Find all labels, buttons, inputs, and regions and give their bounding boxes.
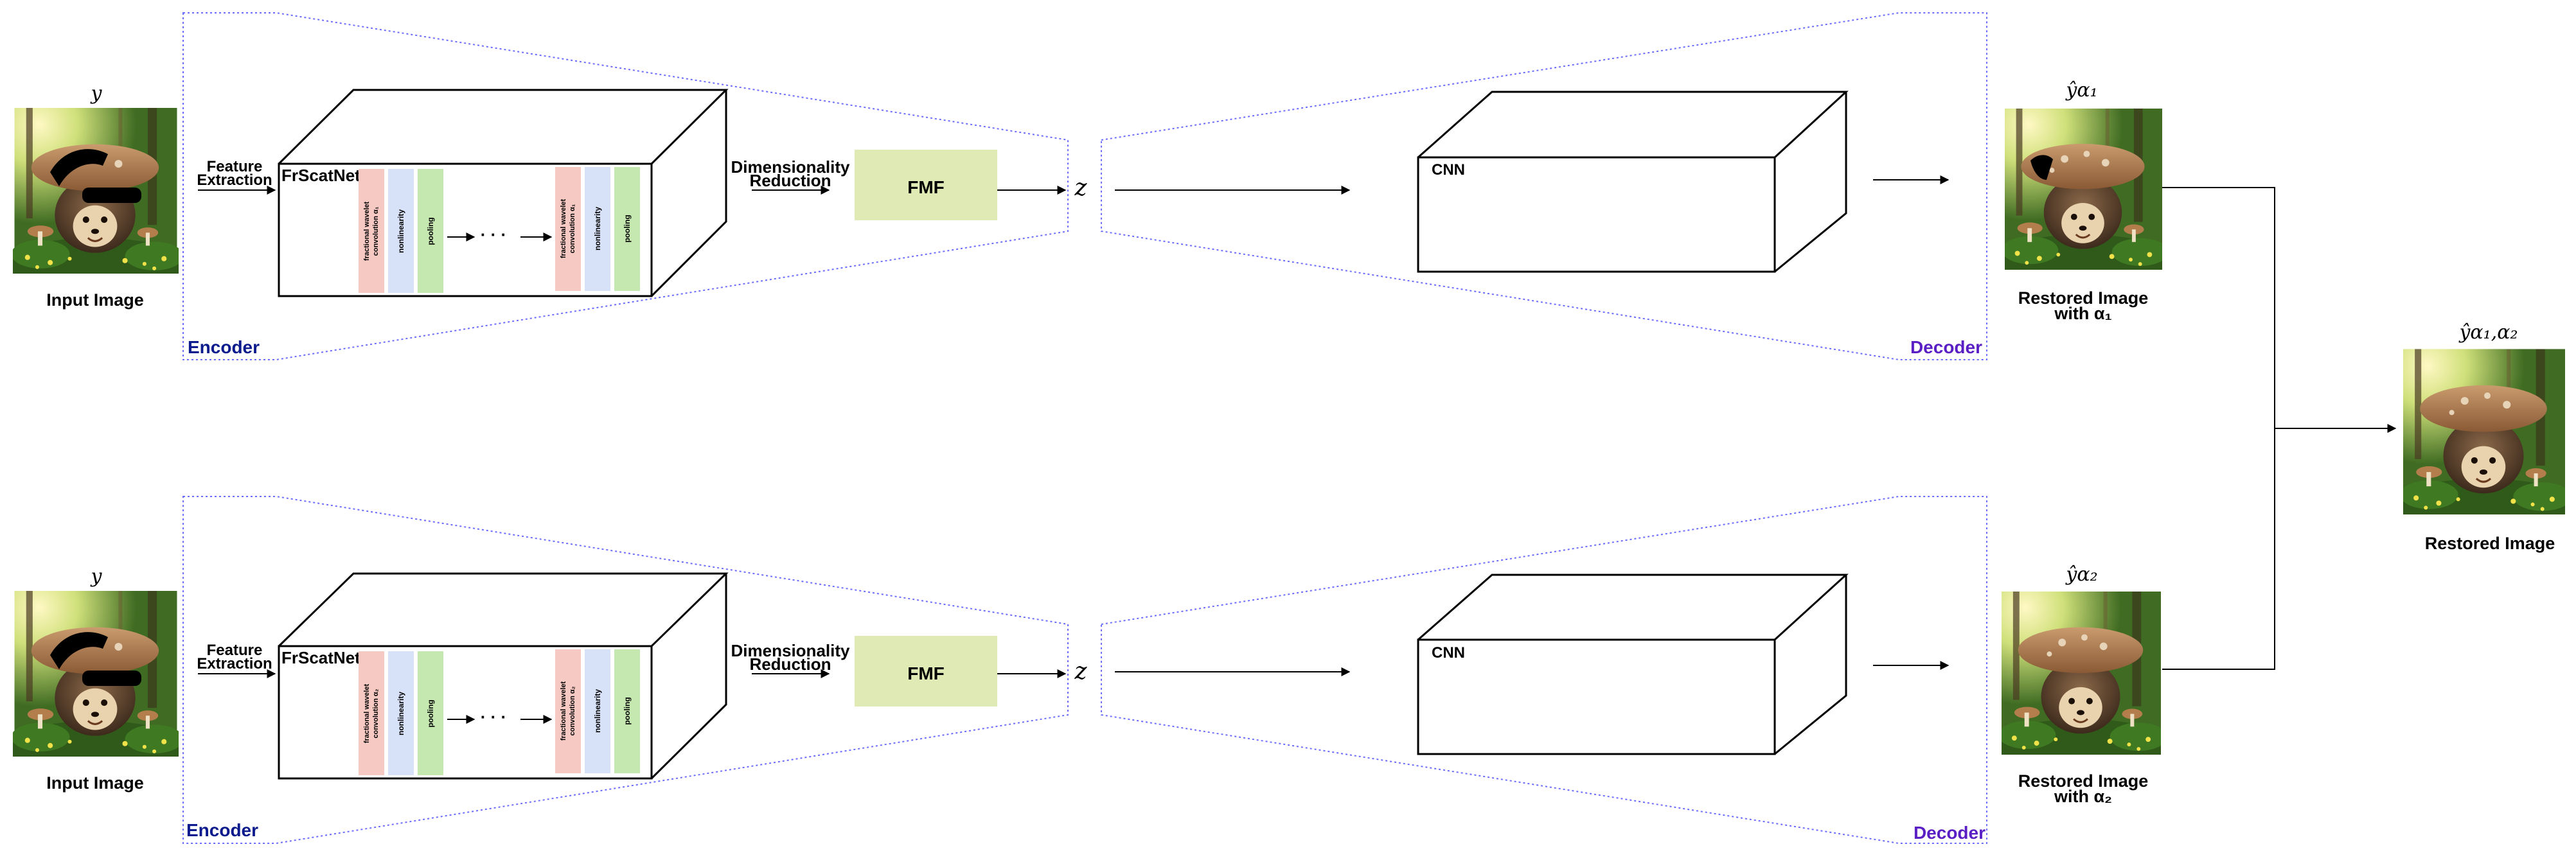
cnn-label: CNN — [1432, 161, 1465, 179]
bottom-branch: y Input Image Feature Extraction FrScatN… — [13, 496, 2161, 844]
pooling-text: pooling — [426, 217, 435, 245]
nonlinearity-strip — [585, 649, 610, 773]
restored-alpha2-caption: Restored Image — [2018, 771, 2149, 791]
pooling-text: pooling — [426, 699, 435, 727]
restored-alpha1-caption: with α₁ — [2054, 304, 2111, 323]
feature-extraction-label: Extraction — [197, 171, 272, 189]
input-image — [13, 108, 179, 274]
frscatnet-label: FrScatNet — [281, 166, 360, 185]
feature-extraction-label: Extraction — [197, 655, 272, 672]
wavelet-conv-strip — [555, 167, 581, 291]
dots-ellipsis: · · · — [481, 225, 506, 244]
wavelet-conv-strip — [359, 169, 384, 293]
nonlinearity-text: nonlinearity — [593, 207, 602, 250]
wavelet-conv-text: fractional wavelet — [363, 684, 371, 744]
strip-group-left: fractional wavelet convolution α₂ nonlin… — [359, 651, 443, 775]
restored-alpha2-caption: with α₂ — [2054, 787, 2112, 806]
pooling-strip — [418, 169, 443, 293]
input-y-symbol: y — [90, 565, 103, 588]
encoder-label: Encoder — [186, 820, 258, 840]
cnn-label: CNN — [1432, 644, 1465, 662]
frscatnet-block — [278, 572, 729, 780]
pooling-strip — [418, 651, 443, 775]
restored-alpha1-symbol: ŷα₁ — [2065, 79, 2097, 101]
decoder-outline — [1101, 496, 1987, 844]
cnn-block — [1417, 574, 1849, 755]
strip-group-right: fractional wavelet convolution α₁ nonlin… — [555, 167, 640, 291]
fmf-label: FMF — [907, 177, 945, 197]
nonlinearity-strip — [388, 651, 414, 775]
wavelet-conv-text: convolution α₂ — [372, 689, 380, 738]
decoder-outline — [1101, 12, 1987, 360]
dots-ellipsis: · · · — [481, 707, 506, 726]
nonlinearity-strip — [585, 167, 610, 291]
decoder-label: Decoder — [1914, 823, 1985, 843]
top-branch: y Input Image Feature Extraction FrScatN… — [13, 12, 2162, 360]
restored-image-alpha1 — [2005, 108, 2162, 270]
latent-z-symbol: z — [1074, 658, 1088, 685]
pooling-text: pooling — [623, 697, 632, 724]
decoder-label: Decoder — [1910, 337, 1982, 357]
nonlinearity-text: nonlinearity — [593, 689, 602, 733]
fmf-block — [855, 636, 997, 706]
input-image-caption: Input Image — [46, 773, 144, 793]
dimensionality-reduction-label: Dimensionality — [731, 641, 850, 660]
pooling-strip — [614, 649, 640, 773]
wavelet-conv-text: fractional wavelet — [363, 202, 371, 261]
wavelet-conv-text: convolution α₁ — [372, 206, 380, 256]
final-restored-symbol: ŷα₁,α₂ — [2458, 321, 2518, 344]
fmf-label: FMF — [907, 663, 945, 683]
feature-extraction-label: Feature — [207, 158, 263, 175]
wavelet-conv-text: fractional wavelet — [560, 199, 567, 259]
wavelet-conv-text: convolution α₁ — [569, 204, 576, 253]
latent-z-symbol: z — [1074, 175, 1088, 201]
wavelet-conv-text: fractional wavelet — [560, 681, 567, 741]
dimensionality-reduction-label: Reduction — [749, 654, 831, 674]
strip-group-right: fractional wavelet convolution α₂ nonlin… — [555, 649, 640, 773]
fmf-block — [855, 150, 997, 220]
dimensionality-reduction-label: Dimensionality — [731, 157, 850, 177]
final-restored-image — [2403, 349, 2565, 514]
nonlinearity-text: nonlinearity — [396, 209, 405, 253]
encoder-outline — [182, 12, 1069, 360]
nonlinearity-strip — [388, 169, 414, 293]
encoder-outline — [182, 496, 1069, 844]
wavelet-conv-strip — [555, 649, 581, 773]
input-image-caption: Input Image — [46, 290, 144, 310]
merge-connector — [2162, 187, 2397, 670]
strip-group-left: fractional wavelet convolution α₁ nonlin… — [359, 169, 443, 293]
pooling-strip — [614, 167, 640, 291]
final-restored-caption: Restored Image — [2425, 534, 2555, 553]
cnn-block — [1417, 91, 1849, 273]
restored-image-alpha2 — [2002, 591, 2161, 755]
frscatnet-block — [278, 89, 729, 297]
dimensionality-reduction-label: Reduction — [749, 171, 831, 190]
wavelet-conv-strip — [359, 651, 384, 775]
nonlinearity-text: nonlinearity — [396, 692, 405, 735]
encoder-label: Encoder — [188, 337, 260, 357]
frscatnet-label: FrScatNet — [281, 648, 360, 667]
restored-alpha2-symbol: ŷα₂ — [2065, 563, 2097, 586]
restored-alpha1-caption: Restored Image — [2018, 288, 2149, 308]
input-y-symbol: y — [90, 82, 103, 105]
feature-extraction-label: Feature — [207, 642, 263, 659]
pooling-text: pooling — [623, 215, 632, 242]
wavelet-conv-text: convolution α₂ — [569, 686, 576, 735]
input-image — [13, 591, 179, 757]
